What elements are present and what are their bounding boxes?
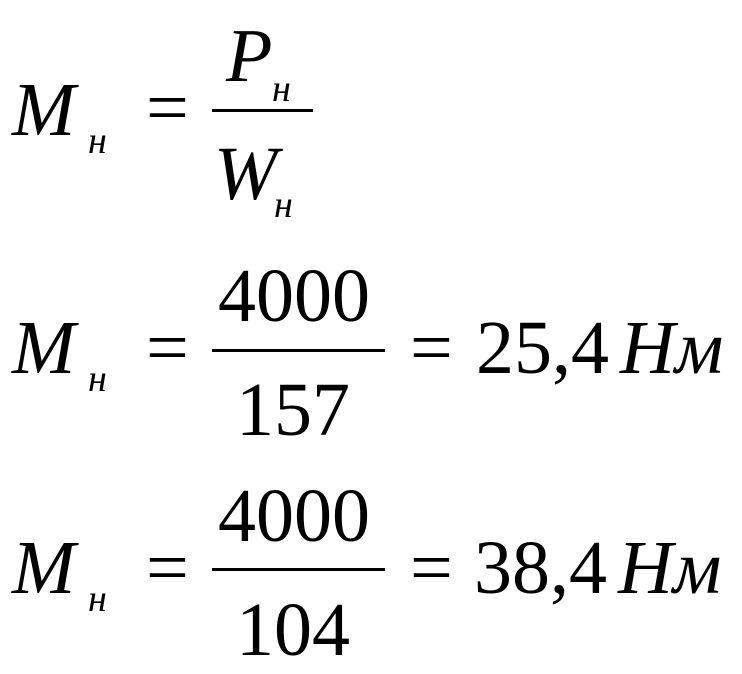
equals-sign: = [146, 66, 189, 150]
lhs-symbol: M [12, 306, 76, 390]
lhs-symbol: M [12, 68, 76, 152]
lhs-symbol: M [12, 526, 76, 610]
lhs-subscript: н [88, 120, 107, 162]
lhs-subscript: н [88, 358, 107, 400]
result-unit: Нм [618, 526, 722, 610]
denominator: 104 [236, 588, 350, 672]
result-equals-sign: = [410, 526, 453, 610]
result-value: 25,4 [476, 306, 609, 390]
numerator-subscript: н [272, 68, 291, 110]
denominator-symbol: W [214, 132, 278, 216]
numerator-symbol: P [226, 14, 273, 98]
numerator: 4000 [218, 254, 370, 338]
denominator: 157 [236, 368, 350, 452]
denominator-subscript: н [274, 184, 293, 226]
result-equals-sign: = [410, 306, 453, 390]
fraction-bar [212, 568, 385, 571]
result-unit: Нм [620, 306, 724, 390]
numerator: 4000 [218, 474, 370, 558]
lhs-subscript: н [88, 578, 107, 620]
fraction-bar [212, 349, 385, 352]
equals-sign: = [146, 526, 189, 610]
equals-sign: = [146, 306, 189, 390]
result-value: 38,4 [474, 526, 607, 610]
fraction-bar [212, 109, 313, 112]
